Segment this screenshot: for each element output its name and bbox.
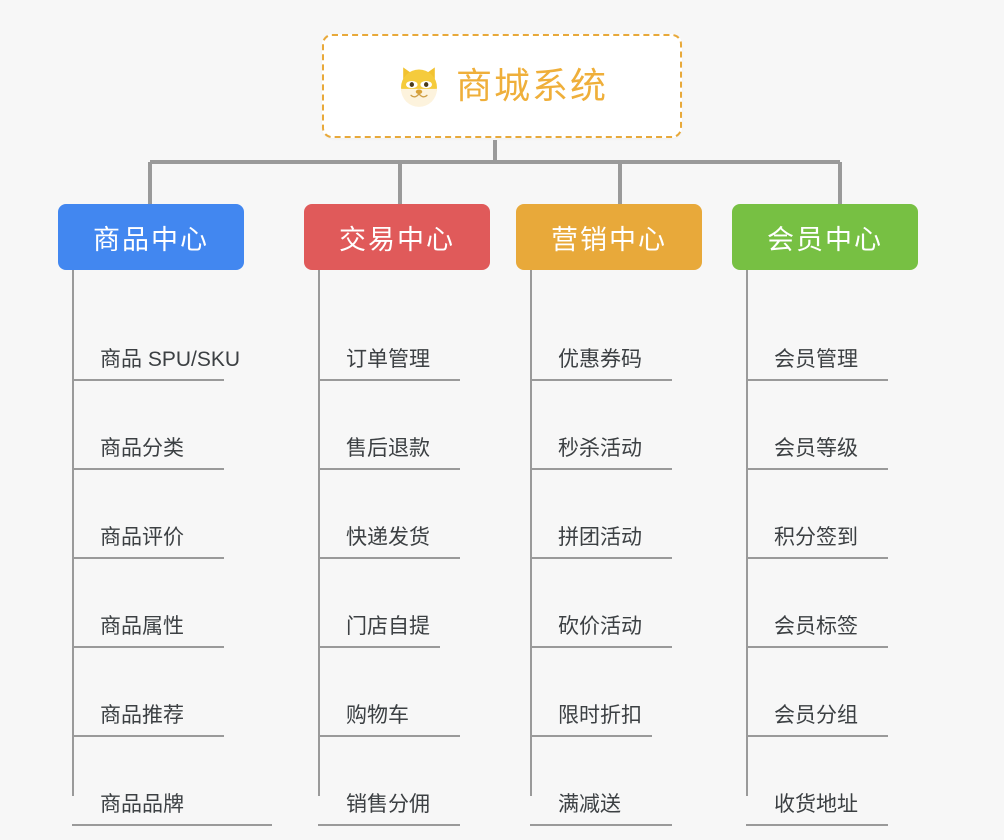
branch-columns: 商品中心 商品 SPU/SKU 商品分类 商品评价 商品属性 bbox=[0, 204, 1004, 826]
leaf-label: 会员分组 bbox=[774, 704, 858, 727]
leaf-label: 优惠券码 bbox=[558, 348, 642, 371]
branch-column-1: 商品中心 商品 SPU/SKU 商品分类 商品评价 商品属性 bbox=[58, 204, 272, 826]
leaf-item[interactable]: 门店自提 bbox=[304, 559, 490, 648]
leaf-label: 砍价活动 bbox=[558, 615, 642, 638]
leaf-label: 商品推荐 bbox=[100, 704, 184, 727]
leaf-underline bbox=[318, 379, 460, 381]
leaf-label: 售后退款 bbox=[346, 437, 430, 460]
leaf-item[interactable]: 订单管理 bbox=[304, 292, 490, 381]
leaf-label: 购物车 bbox=[346, 704, 409, 727]
branch-header-3[interactable]: 营销中心 bbox=[516, 204, 702, 270]
leaf-underline bbox=[72, 557, 224, 559]
branch-spine-2 bbox=[318, 270, 320, 796]
leaf-label: 会员标签 bbox=[774, 615, 858, 638]
leaf-underline bbox=[72, 824, 272, 826]
root-node-wrapper: 商城系统 bbox=[0, 34, 1004, 138]
branch-items-2: 订单管理 售后退款 快递发货 门店自提 购物车 bbox=[304, 270, 490, 826]
leaf-underline bbox=[530, 468, 672, 470]
leaf-item[interactable]: 限时折扣 bbox=[516, 648, 702, 737]
leaf-underline bbox=[72, 646, 224, 648]
leaf-underline bbox=[746, 557, 888, 559]
leaf-item[interactable]: 满减送 bbox=[516, 737, 702, 826]
leaf-underline bbox=[72, 468, 224, 470]
leaf-item[interactable]: 优惠券码 bbox=[516, 292, 702, 381]
leaf-underline bbox=[530, 646, 672, 648]
leaf-underline bbox=[746, 735, 888, 737]
leaf-underline bbox=[72, 379, 224, 381]
leaf-underline bbox=[746, 646, 888, 648]
leaf-item[interactable]: 积分签到 bbox=[732, 470, 918, 559]
leaf-item[interactable]: 会员标签 bbox=[732, 559, 918, 648]
leaf-item[interactable]: 会员管理 bbox=[732, 292, 918, 381]
leaf-underline bbox=[318, 557, 460, 559]
leaf-label: 限时折扣 bbox=[558, 704, 642, 727]
leaf-label: 商品品牌 bbox=[100, 793, 184, 816]
leaf-label: 商品属性 bbox=[100, 615, 184, 638]
branch-items-1: 商品 SPU/SKU 商品分类 商品评价 商品属性 商品推荐 bbox=[58, 270, 272, 826]
branch-spine-4 bbox=[746, 270, 748, 796]
leaf-item[interactable]: 购物车 bbox=[304, 648, 490, 737]
branch-column-3: 营销中心 优惠券码 秒杀活动 拼团活动 砍价活动 bbox=[516, 204, 702, 826]
branch-items-3: 优惠券码 秒杀活动 拼团活动 砍价活动 限时折扣 bbox=[516, 270, 702, 826]
leaf-label: 商品评价 bbox=[100, 526, 184, 549]
branch-header-2[interactable]: 交易中心 bbox=[304, 204, 490, 270]
leaf-label: 销售分佣 bbox=[346, 793, 430, 816]
root-title: 商城系统 bbox=[455, 65, 608, 106]
branch-column-4: 会员中心 会员管理 会员等级 积分签到 会员标签 bbox=[732, 204, 918, 826]
leaf-label: 商品分类 bbox=[100, 437, 184, 460]
shiba-dog-face-icon bbox=[401, 67, 437, 107]
leaf-underline bbox=[318, 646, 440, 648]
leaf-label: 会员管理 bbox=[774, 348, 858, 371]
leaf-item[interactable]: 拼团活动 bbox=[516, 470, 702, 559]
leaf-underline bbox=[72, 735, 224, 737]
leaf-item[interactable]: 商品评价 bbox=[58, 470, 244, 559]
leaf-underline bbox=[746, 824, 888, 826]
leaf-underline bbox=[530, 379, 672, 381]
leaf-item[interactable]: 快递发货 bbox=[304, 470, 490, 559]
leaf-label: 满减送 bbox=[558, 793, 621, 816]
leaf-label: 秒杀活动 bbox=[558, 437, 642, 460]
leaf-item[interactable]: 售后退款 bbox=[304, 381, 490, 470]
leaf-underline bbox=[318, 468, 460, 470]
leaf-underline bbox=[746, 468, 888, 470]
leaf-label: 积分签到 bbox=[774, 526, 858, 549]
leaf-item[interactable]: 商品属性 bbox=[58, 559, 244, 648]
branch-column-2: 交易中心 订单管理 售后退款 快递发货 门店自提 bbox=[304, 204, 490, 826]
leaf-underline bbox=[746, 379, 888, 381]
leaf-item[interactable]: 秒杀活动 bbox=[516, 381, 702, 470]
leaf-underline bbox=[318, 735, 460, 737]
leaf-underline bbox=[318, 824, 460, 826]
branch-spine-3 bbox=[530, 270, 532, 796]
leaf-label: 收货地址 bbox=[774, 793, 858, 816]
leaf-item[interactable]: 会员分组 bbox=[732, 648, 918, 737]
root-node[interactable]: 商城系统 bbox=[322, 34, 682, 138]
branch-items-4: 会员管理 会员等级 积分签到 会员标签 会员分组 bbox=[732, 270, 918, 826]
leaf-underline bbox=[530, 824, 672, 826]
leaf-item[interactable]: 砍价活动 bbox=[516, 559, 702, 648]
branch-spine-1 bbox=[72, 270, 74, 796]
leaf-label: 门店自提 bbox=[346, 615, 430, 638]
leaf-item[interactable]: 商品 SPU/SKU bbox=[58, 292, 244, 381]
leaf-underline bbox=[530, 557, 672, 559]
leaf-underline bbox=[530, 735, 652, 737]
leaf-item[interactable]: 会员等级 bbox=[732, 381, 918, 470]
leaf-item[interactable]: 收货地址 bbox=[732, 737, 918, 826]
leaf-label: 拼团活动 bbox=[558, 526, 642, 549]
leaf-item[interactable]: 商品推荐 bbox=[58, 648, 244, 737]
branch-header-1[interactable]: 商品中心 bbox=[58, 204, 244, 270]
leaf-item[interactable]: 商品品牌 bbox=[58, 737, 272, 826]
leaf-label: 订单管理 bbox=[346, 348, 430, 371]
leaf-label: 商品 SPU/SKU bbox=[100, 348, 241, 371]
leaf-label: 快递发货 bbox=[346, 526, 430, 549]
leaf-label: 会员等级 bbox=[774, 437, 858, 460]
leaf-item[interactable]: 销售分佣 bbox=[304, 737, 490, 826]
branch-header-4[interactable]: 会员中心 bbox=[732, 204, 918, 270]
leaf-item[interactable]: 商品分类 bbox=[58, 381, 244, 470]
